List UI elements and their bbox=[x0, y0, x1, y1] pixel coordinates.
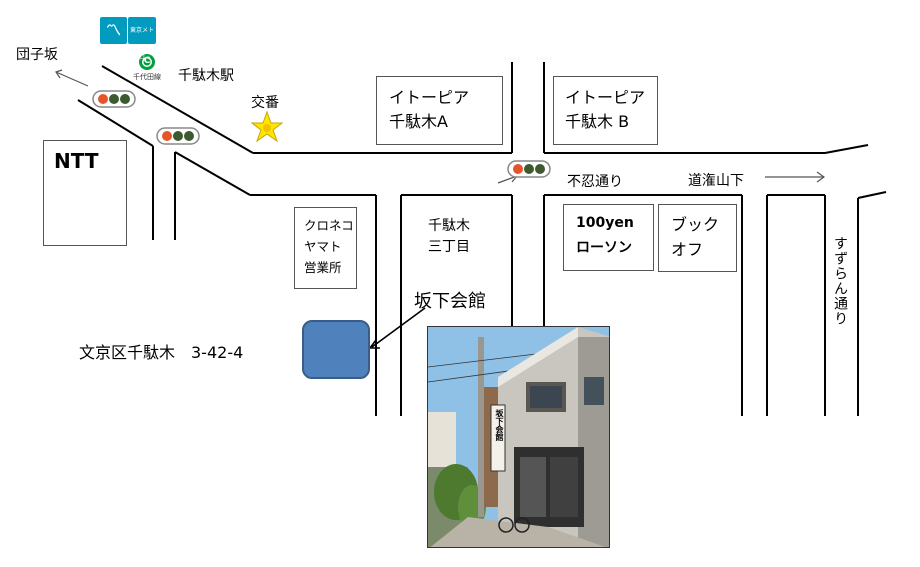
venue-marker bbox=[302, 320, 370, 379]
itopia-b-building: イトーピア 千駄木 B bbox=[553, 76, 658, 145]
itopia-a-label: イトーピア 千駄木A bbox=[389, 88, 470, 131]
dokanyama-label: 道潅山下 bbox=[688, 173, 744, 189]
lawson-building: 100yen ローソン bbox=[563, 204, 654, 271]
road-edge bbox=[857, 191, 887, 199]
station-label: 千駄木駅 bbox=[178, 68, 234, 84]
venue-photo: 坂下会館 bbox=[427, 326, 610, 548]
sakashita-label: 坂下会館 bbox=[414, 291, 486, 312]
koban-emblem-icon bbox=[250, 110, 284, 143]
road-edge bbox=[174, 151, 251, 196]
kuroneko-label: クロネコ ヤマト 営業所 bbox=[304, 218, 354, 275]
bookoff-building: ブック オフ bbox=[658, 204, 737, 272]
traffic-signal-3 bbox=[507, 160, 551, 178]
metro-logo-text: 東京メトロ bbox=[128, 17, 156, 61]
arrow-head bbox=[55, 69, 63, 79]
shinobazu-label: 不忍通り bbox=[567, 174, 623, 190]
suzuran-label: すずらん通り bbox=[832, 236, 848, 326]
road-edge bbox=[77, 99, 154, 147]
chiyoda-letter: C bbox=[143, 56, 151, 66]
itopia-b-label: イトーピア 千駄木 B bbox=[565, 88, 646, 131]
dangozaka-label: 団子坂 bbox=[16, 47, 58, 63]
chiyoda-line-label: 千代田線 bbox=[133, 73, 161, 81]
traffic-signal-2 bbox=[156, 127, 200, 145]
arrow-to-dangozaka bbox=[55, 71, 89, 87]
venue-photo-illustration bbox=[428, 327, 609, 547]
road-edge bbox=[101, 65, 254, 154]
koban-label: 交番 bbox=[251, 95, 279, 111]
address-label: 文京区千駄木 3-42-4 bbox=[79, 343, 244, 362]
metro-m-icon: 〽 bbox=[100, 17, 127, 44]
road-edge bbox=[824, 144, 869, 154]
arrow-to-venue bbox=[371, 307, 426, 348]
lawson-label: 100yen ローソン bbox=[576, 215, 634, 256]
traffic-signal-1 bbox=[92, 90, 136, 108]
ntt-building: NTT bbox=[43, 140, 127, 246]
bookoff-label: ブック オフ bbox=[671, 215, 720, 259]
chiyoda-line-icon bbox=[139, 54, 155, 70]
kuroneko-building: クロネコ ヤマト 営業所 bbox=[294, 207, 357, 289]
arrow-head bbox=[816, 171, 826, 183]
photo-sign-text: 坂下会館 bbox=[495, 409, 504, 441]
ntt-label: NTT bbox=[54, 149, 99, 173]
itopia-a-building: イトーピア 千駄木A bbox=[376, 76, 503, 145]
sendagi3-label: 千駄木 三丁目 bbox=[428, 218, 470, 255]
tokyo-metro-logo: 〽 東京メトロ bbox=[100, 17, 156, 61]
